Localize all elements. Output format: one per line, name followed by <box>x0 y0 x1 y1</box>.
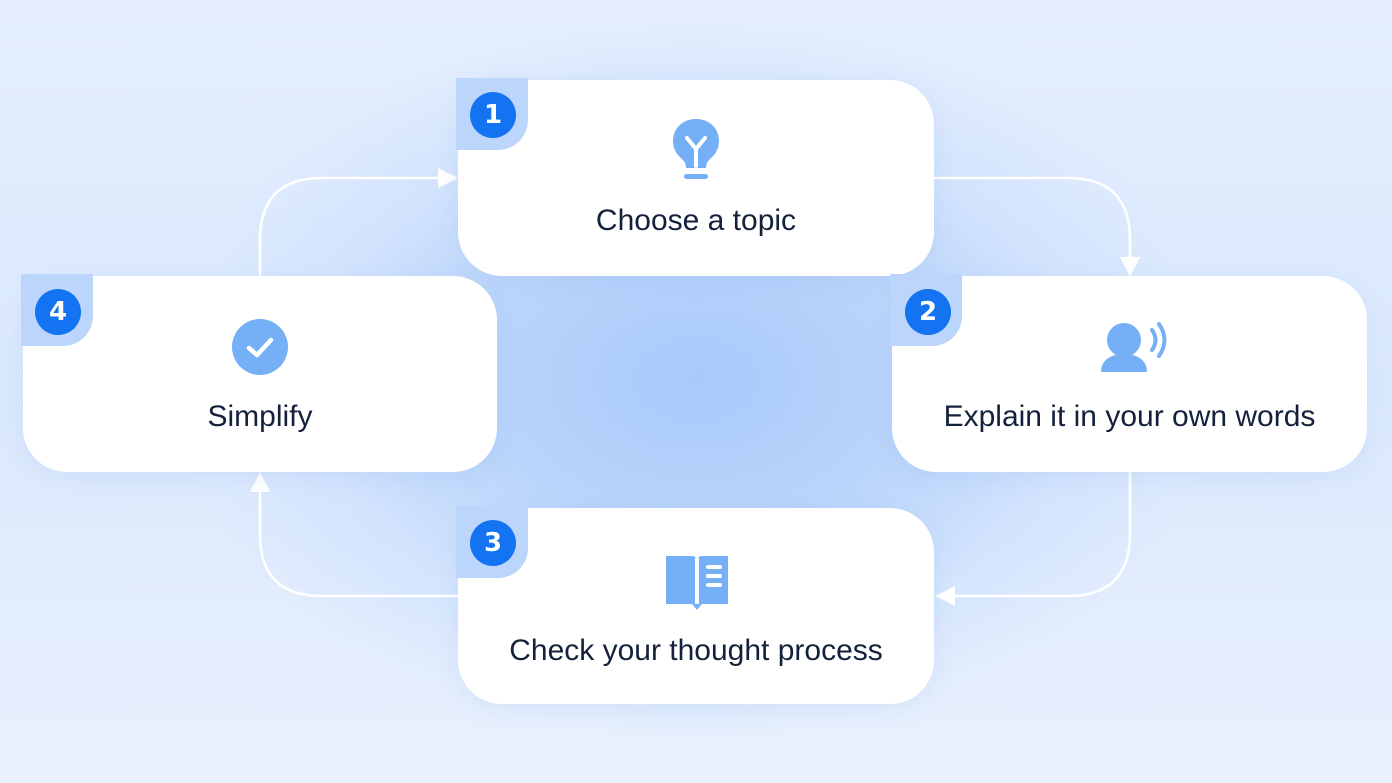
arrow-1-to-2 <box>934 176 1132 264</box>
arrowhead-2 <box>1120 257 1140 277</box>
arrow-3-to-4 <box>258 488 460 598</box>
step-card-4: Simplify <box>21 274 497 472</box>
open-book-icon <box>666 556 728 610</box>
step-badge-1: 1 <box>470 92 516 138</box>
step-label: Check your thought process <box>509 634 883 667</box>
step-card-2: Explain it in your own words <box>890 274 1367 472</box>
step-badge-3: 3 <box>470 520 516 566</box>
step-card-3: Check your thought process <box>456 506 934 704</box>
arrowhead-3 <box>935 586 955 606</box>
arrow-2-to-3 <box>950 472 1132 598</box>
arrowhead-4 <box>250 472 270 492</box>
step-badge-4: 4 <box>35 289 81 335</box>
speaking-person-icon <box>1101 322 1167 372</box>
lightbulb-icon <box>673 119 719 179</box>
checkmark-circle-icon <box>232 319 288 375</box>
step-label: Choose a topic <box>595 204 797 237</box>
step-label: Simplify <box>207 400 313 433</box>
arrowhead-1 <box>438 168 458 188</box>
step-badge-2: 2 <box>905 289 951 335</box>
step-label: Explain it in your own words <box>943 400 1316 433</box>
step-card-1: Choose a topic <box>456 78 934 276</box>
arrow-4-to-1 <box>258 176 446 276</box>
